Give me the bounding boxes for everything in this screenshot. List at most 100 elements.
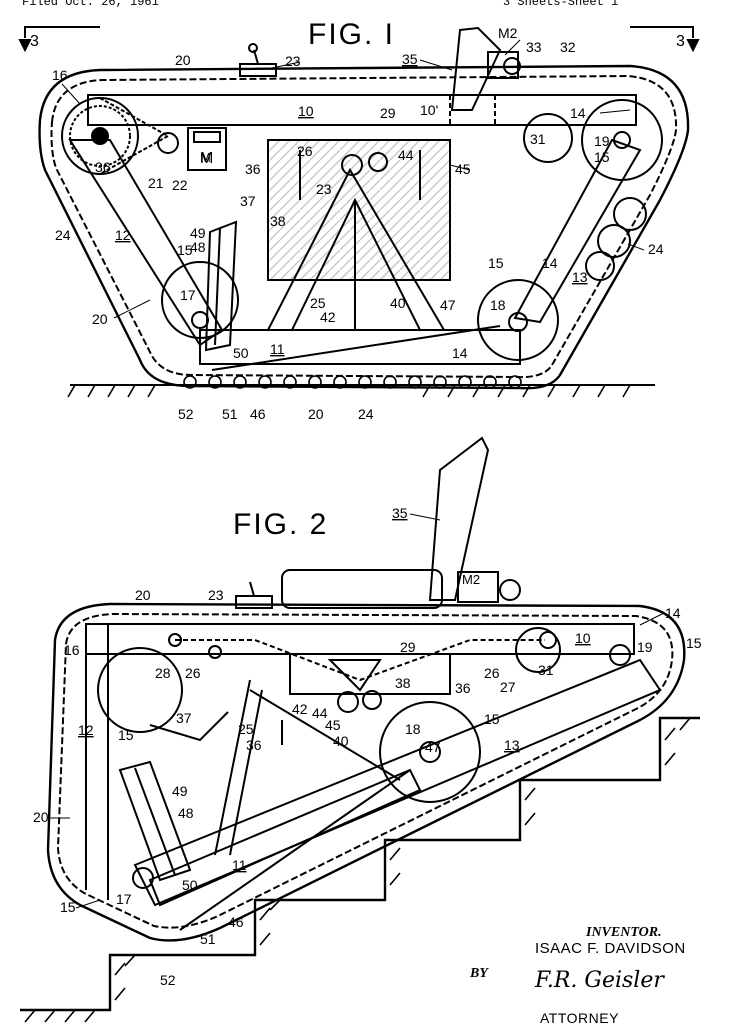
reference-numeral: M [200, 150, 211, 165]
fig2-hydraulic-cylinder [118, 760, 192, 882]
reference-numeral: 44 [398, 147, 414, 163]
track-treads [183, 375, 522, 389]
reference-numeral: 26 [484, 665, 500, 681]
reference-numeral: 14 [452, 345, 468, 361]
fig2-motor-m2 [457, 571, 499, 603]
fig2-seat-support [327, 659, 382, 692]
reference-numeral: 16 [64, 642, 80, 658]
reference-numeral: 19 [637, 639, 653, 655]
fig2-bracket [149, 711, 229, 742]
hydraulic-cylinder [204, 220, 238, 352]
reference-numeral: 35 [392, 505, 408, 521]
fig2-control-lever [235, 595, 273, 609]
reference-numeral: 49 [172, 783, 188, 799]
reference-numeral: 46 [228, 914, 244, 930]
bottom-frame [199, 329, 521, 365]
reference-numeral: 23 [316, 181, 332, 197]
reference-numeral: 15 [488, 255, 504, 271]
reference-numeral: 12 [115, 227, 131, 243]
reference-numeral: 15 [177, 242, 193, 258]
main-frame-bar [87, 94, 637, 126]
reference-numeral: 20 [308, 406, 324, 422]
reference-numeral: 36 [245, 161, 261, 177]
reference-numeral: 31 [530, 131, 546, 147]
pivot-joint [341, 154, 363, 176]
rear-arm [513, 138, 642, 324]
reference-numeral: 15 [118, 727, 134, 743]
reference-numeral: 25 [310, 295, 326, 311]
section-arrow-right-icon [686, 39, 700, 53]
reference-numeral: 26 [185, 665, 201, 681]
reference-numeral: 29 [380, 105, 396, 121]
reference-numeral: 26 [297, 143, 313, 159]
reference-numeral: 13 [504, 737, 520, 753]
reference-numeral: 3 [676, 33, 685, 50]
reference-numeral: 17 [116, 891, 132, 907]
fig2-diagonal-arm [133, 658, 662, 907]
reference-numeral: 24 [648, 241, 664, 257]
reference-numeral: 24 [55, 227, 71, 243]
fig2-rear-pivot [609, 644, 631, 666]
reference-numeral: 35 [402, 51, 418, 67]
reference-numeral: 36 [246, 737, 262, 753]
reference-numeral: 42 [292, 701, 308, 717]
fig2-pivot [337, 691, 359, 713]
fig2-drawing [20, 436, 700, 1023]
reference-numeral: M2 [498, 25, 518, 41]
reference-numeral: 47 [425, 739, 441, 755]
fig2-track-belt-inner [56, 612, 674, 929]
reference-numeral: 15 [594, 149, 610, 165]
sheet-number: 3 Sheets-Sheet 1 [503, 0, 619, 9]
reference-numeral: 50 [233, 345, 249, 361]
reference-numeral: 51 [222, 406, 238, 422]
agent-signature: F.R. Geisler [535, 968, 664, 993]
fig2-labels: 35 M2 20 23 14 16 29 10 15 19 28 26 26 2… [33, 505, 702, 988]
reference-numeral: 37 [176, 710, 192, 726]
reference-numeral: 20 [175, 52, 191, 68]
reference-numeral: 10 [575, 630, 591, 646]
reference-numeral: 36 [455, 680, 471, 696]
reference-numeral: 28 [155, 665, 171, 681]
svg-text:M: M [200, 150, 213, 167]
inventor-caption: INVENTOR. [586, 925, 662, 940]
motor-m2 [487, 51, 519, 79]
reference-numeral: 29 [400, 639, 416, 655]
reference-numeral: 15 [686, 635, 702, 651]
fig2-lower-frame [148, 768, 422, 907]
reference-numeral: 48 [178, 805, 194, 821]
reference-numeral: 20 [135, 587, 151, 603]
reference-numeral: 31 [538, 662, 554, 678]
reference-numeral: 15 [60, 899, 76, 915]
reference-numeral: 36 [95, 159, 111, 175]
reference-numeral: 15 [484, 711, 500, 727]
reference-numeral: 27 [500, 679, 516, 695]
reference-numeral: 45 [455, 161, 471, 177]
reference-numeral: 11 [270, 341, 285, 357]
reference-numeral: 25 [238, 721, 254, 737]
leader-lines [50, 39, 663, 909]
reference-numeral: 12 [78, 722, 94, 738]
by-label: BY [470, 966, 488, 981]
reference-numeral: 21 [148, 175, 164, 191]
reference-numeral: 14 [570, 105, 586, 121]
reference-numeral: 20 [33, 809, 49, 825]
reference-numeral: 22 [172, 177, 188, 193]
fig2-front-wheel [97, 647, 183, 733]
reference-numeral: 50 [182, 877, 198, 893]
reference-numeral: 18 [405, 721, 421, 737]
fig2-leg [214, 679, 251, 856]
reference-numeral: 23 [208, 587, 224, 603]
reference-numeral: 42 [320, 309, 336, 325]
reference-numeral: 32 [560, 39, 576, 55]
reference-numeral: 24 [358, 406, 374, 422]
reference-numeral: 23 [285, 53, 301, 69]
link-rod [211, 325, 501, 371]
attorney-caption: ATTORNEY [540, 1010, 619, 1026]
reference-numeral: 16 [52, 67, 68, 83]
reference-numeral: 3 [30, 33, 39, 50]
reference-numeral: 52 [178, 406, 194, 422]
reference-numeral: 14 [542, 255, 558, 271]
track-belt-outer [38, 64, 690, 390]
section-line-right [630, 26, 694, 38]
